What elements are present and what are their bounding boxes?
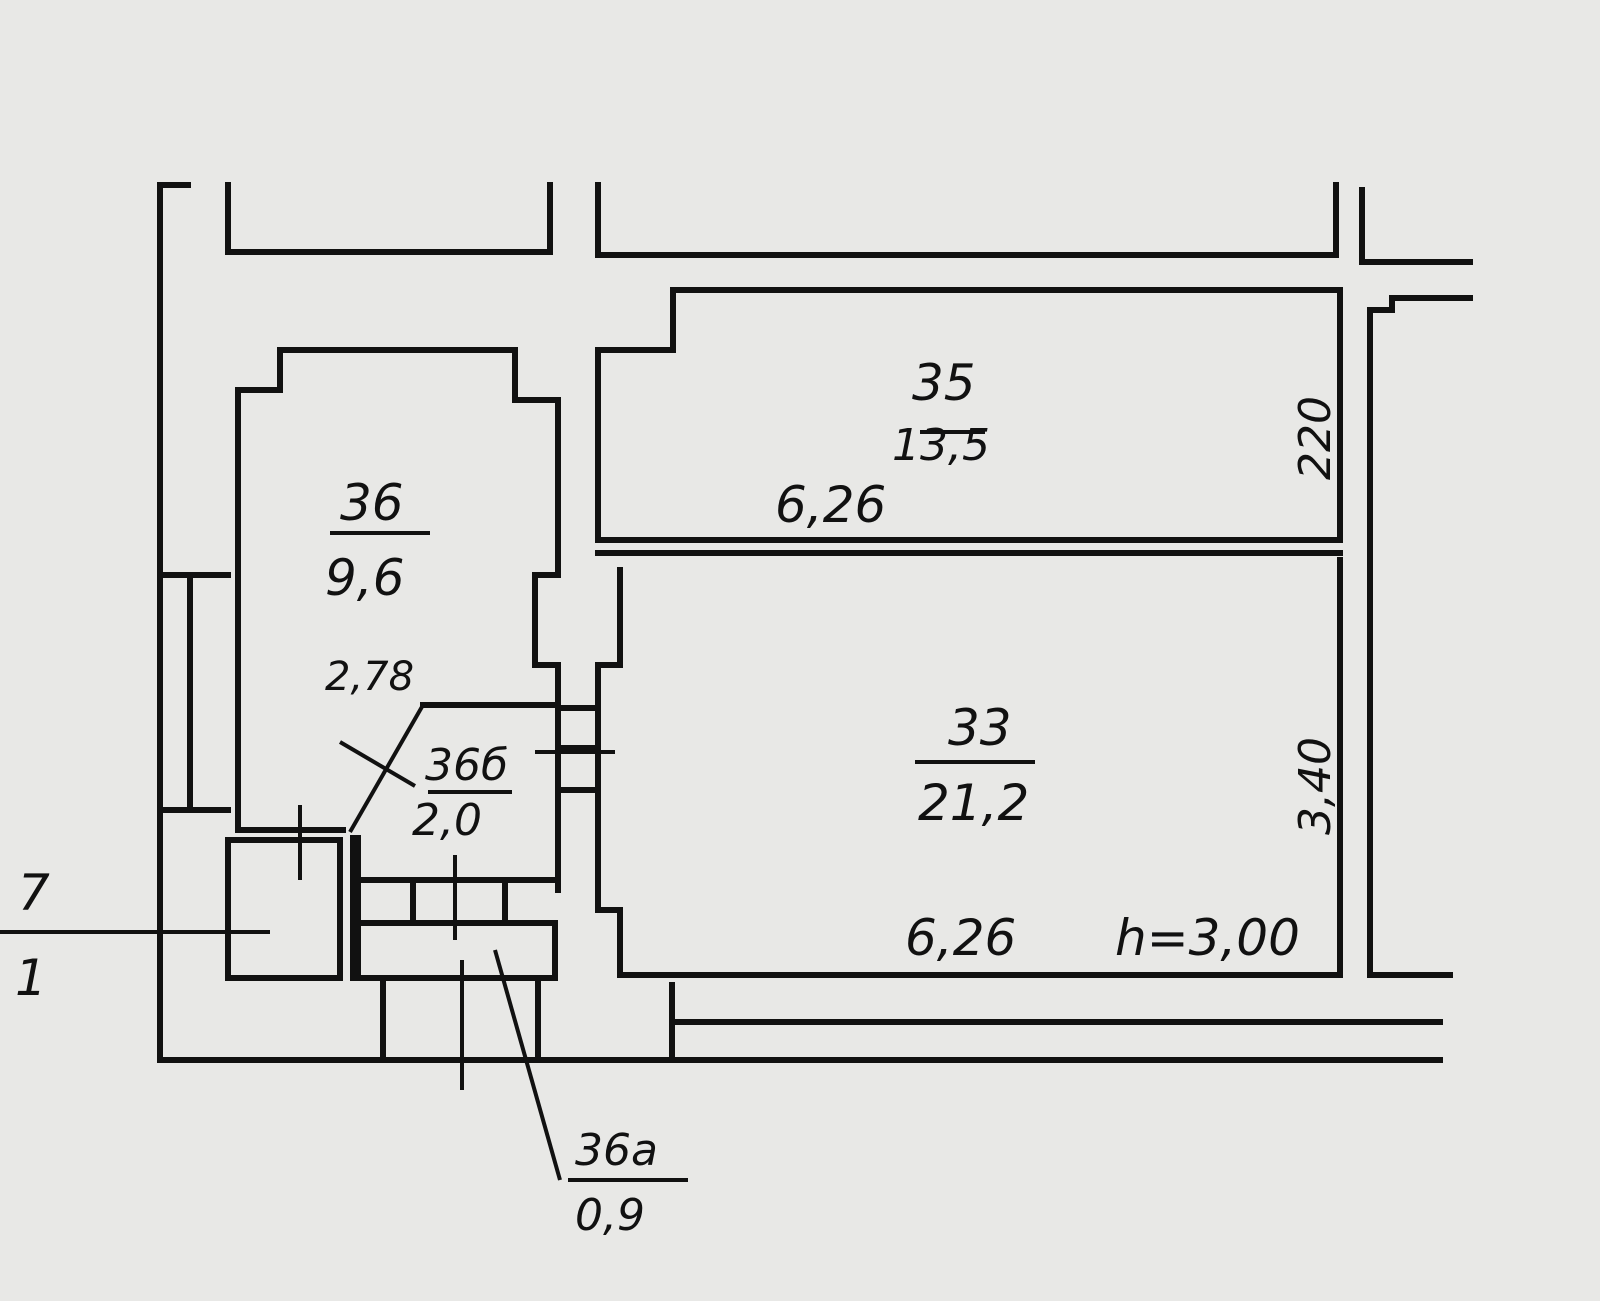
room-35-depth: 220: [1290, 396, 1341, 480]
room-35-area: 13,5: [892, 420, 990, 471]
room-33-number: 33: [948, 699, 1012, 757]
room-33-depth: 3,40: [1290, 737, 1341, 835]
ceiling-height: h=3,00: [1115, 909, 1300, 967]
room-36b-area: 2,0: [412, 795, 482, 846]
room-36-area: 9,6: [325, 549, 405, 607]
room-35-width: 6,26: [775, 476, 886, 534]
room-36-number: 36: [340, 474, 404, 532]
edge-label-bottom: 1: [15, 949, 47, 1007]
room-36a-number: 36а: [575, 1125, 658, 1176]
edge-label-top: 7: [18, 864, 50, 922]
room-33-area: 21,2: [918, 774, 1029, 832]
walls: [157, 182, 1473, 1063]
room-36a-area: 0,9: [575, 1190, 645, 1241]
annotation-lines: [0, 430, 1035, 1182]
room-35-number: 35: [912, 354, 976, 412]
diagonal-dimension: 2,78: [325, 654, 414, 700]
room-36b-number: 36б: [425, 740, 508, 791]
room-33-width: 6,26: [905, 909, 1016, 967]
